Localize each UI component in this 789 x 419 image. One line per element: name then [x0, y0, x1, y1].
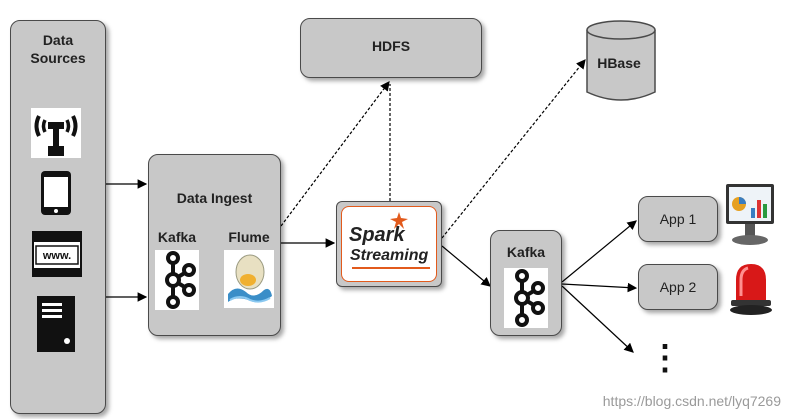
arrow-spark-to-kafka: [441, 245, 491, 287]
data-sources-title-line2: Sources: [30, 50, 86, 66]
app-2-box: [638, 264, 718, 310]
app-2-label: App 2: [659, 279, 697, 295]
svg-text:www.: www.: [42, 250, 71, 262]
hdfs-label: HDFS: [371, 38, 411, 54]
alarm-light-icon: [730, 264, 772, 315]
app-1-label: App 1: [659, 211, 697, 227]
flume-logo-icon: [224, 250, 274, 308]
hdfs-box: [300, 18, 482, 78]
kafka-logo-icon: [155, 250, 199, 310]
web-browser-icon: www.: [32, 231, 82, 277]
spark-star-icon: [390, 212, 408, 229]
watermark-text: https://blog.csdn.net/lyq7269: [602, 393, 781, 409]
data-ingest-title: Data Ingest: [176, 190, 253, 206]
hbase-database-icon: [586, 20, 656, 101]
antenna-icon: [31, 108, 81, 158]
spark-wordmark: Spark: [349, 224, 405, 246]
arrow-ingest-to-hdfs: [280, 81, 390, 227]
arrow-spark-to-hbase: [441, 59, 586, 239]
app-1-box: [638, 196, 718, 242]
kafka-output-label: Kafka: [506, 244, 546, 260]
arrow-kafka-to-app2: [561, 282, 638, 293]
server-icon: [37, 296, 75, 352]
ingest-kafka-label: Kafka: [157, 229, 197, 245]
data-sources-panel: [10, 20, 106, 414]
more-apps-ellipsis: ⋮: [648, 339, 682, 377]
dashboard-monitor-icon: [726, 184, 774, 245]
hbase-label: HBase: [597, 55, 641, 71]
spark-underline: [352, 267, 430, 269]
ingest-flume-label: Flume: [228, 229, 270, 245]
data-sources-title-line1: Data: [42, 32, 74, 48]
streaming-wordmark: Streaming: [350, 247, 429, 264]
arrow-kafka-to-more: [561, 285, 634, 353]
kafka-output-logo-icon: [504, 268, 548, 328]
arrow-kafka-to-app1: [561, 220, 637, 283]
smartphone-icon: [41, 171, 71, 215]
spark-streaming-logo: [341, 206, 437, 282]
